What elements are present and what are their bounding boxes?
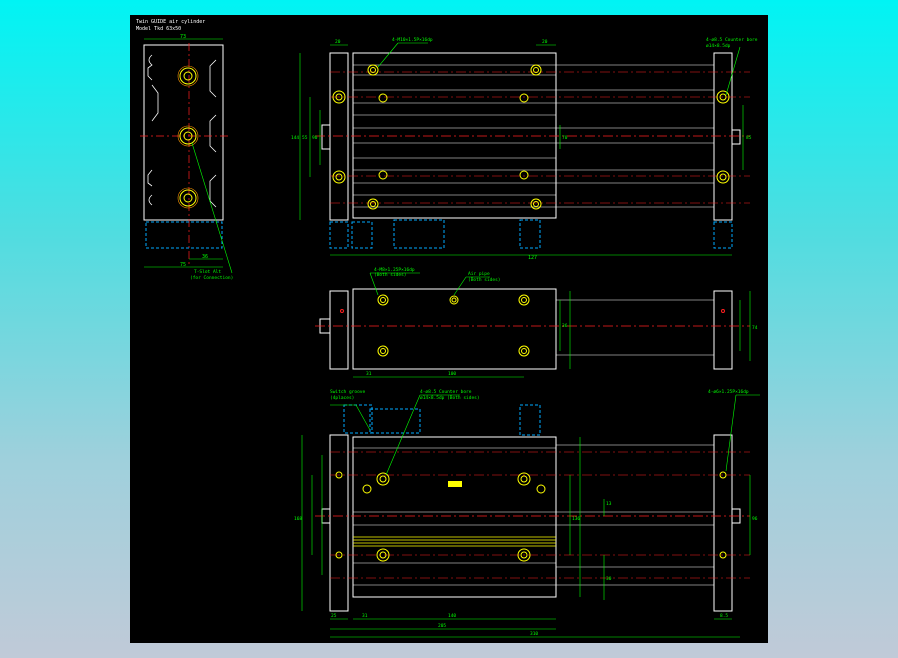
- side-view-callout-left-1: 4-M8×1.25P×16dp: [374, 267, 415, 273]
- cad-drawing-area: Twin GUIDE air cylinder Model Tkd 63x50 …: [130, 15, 768, 643]
- end-view-dim-inner: 36: [202, 254, 208, 260]
- top-view-rod-end-right: [731, 129, 741, 145]
- side-view-end-plate-right: [713, 290, 733, 370]
- end-view-slot-right: [209, 59, 217, 208]
- side-view-callout-mid-1: Air pipe: [468, 271, 490, 277]
- side-view-holes: [340, 294, 725, 357]
- end-view-callout-leader: [191, 142, 233, 274]
- front-view-dim-f: 136: [572, 516, 580, 522]
- front-view-dim-e: 310: [530, 631, 538, 637]
- side-view-dim-b: 100: [448, 371, 456, 377]
- top-view-callout-left: 4-M10×1.5P×16dp: [392, 37, 433, 43]
- top-view: 20 20 4-M10×1.5P×16dp 4-ø8.5 Counter bor…: [291, 37, 758, 261]
- top-view-end-plate-left: [329, 52, 349, 221]
- side-view-body: [352, 288, 557, 370]
- front-view-dim-a: 25: [331, 613, 337, 619]
- front-view-dim-j: 30: [606, 576, 612, 582]
- front-view-nameplate: [448, 481, 462, 487]
- top-view-end-plate-right: [713, 52, 733, 221]
- front-view-callout-right: 4-ø6×1.25P×16dp: [708, 389, 749, 395]
- end-view-hole-top: [177, 65, 199, 87]
- top-view-dim-mid-a: 55: [302, 135, 308, 141]
- front-view-callout-left-2: (4places): [330, 395, 354, 401]
- top-view-callout-right-1: 4-ø8.5 Counter bore: [706, 37, 758, 43]
- front-view: Switch groove (4places) 4-ø8.5 Counter b…: [294, 389, 760, 638]
- side-view-dim-c: 36: [562, 323, 568, 329]
- front-view-yellow-guide: [353, 536, 556, 547]
- end-view-dim-top: 73: [180, 34, 186, 40]
- top-view-dim-overall: 127: [528, 255, 537, 261]
- end-view: 73 36 75 T-Slot Alt (for Connection): [140, 34, 233, 281]
- drawing-title: Twin GUIDE air cylinder: [136, 19, 205, 25]
- front-view-end-plate-right: [713, 434, 733, 612]
- side-view-end-plate-left: [329, 290, 349, 370]
- front-view-dim-height: 168: [294, 516, 302, 522]
- front-view-callout-mid-1: 4-ø8.5 Counter bore: [420, 389, 472, 395]
- end-view-hole-bottom: [177, 187, 199, 209]
- drawing-model: Model Tkd 63x50: [136, 26, 181, 32]
- front-view-hidden-fittings: [343, 404, 541, 436]
- front-view-dim-c: 140: [448, 613, 456, 619]
- top-view-holes: [332, 64, 730, 210]
- front-view-holes: [335, 471, 727, 562]
- front-view-body: [352, 436, 557, 598]
- end-view-callout-2: (for Connection): [190, 275, 233, 281]
- top-view-dim-rod: 70: [562, 135, 568, 141]
- end-view-outline: [143, 44, 224, 221]
- front-view-dim-b: 31: [362, 613, 368, 619]
- front-view-dim-g: 8.5: [720, 613, 728, 619]
- front-view-end-plate-left: [329, 434, 349, 612]
- side-view-callout-left-2: (Both sides): [374, 272, 407, 278]
- end-view-hole-center: [177, 125, 199, 147]
- front-view-dim-d: 205: [438, 623, 446, 629]
- top-view-dim-height: 144: [291, 135, 299, 141]
- cad-drawing: Twin GUIDE air cylinder Model Tkd 63x50 …: [136, 19, 760, 638]
- front-view-dim-i: 13: [606, 501, 612, 507]
- end-view-hidden-base: [145, 221, 223, 249]
- front-view-dim-h: 96: [752, 516, 758, 522]
- front-view-callout-mid-2: ø14×8.5dp (Both sides): [420, 395, 480, 401]
- top-view-hidden-fittings: [329, 219, 733, 249]
- side-view: 4-M8×1.25P×16dp (Both sides) Air pipe (B…: [315, 267, 758, 378]
- side-view-callout-mid-2: (Both sides): [468, 277, 501, 283]
- top-view-rod-end-left: [321, 124, 331, 150]
- end-view-slot-left: [147, 54, 159, 206]
- top-view-body: [352, 52, 557, 219]
- end-view-dim-bottom: 75: [180, 262, 186, 268]
- side-view-dim-a: 31: [366, 371, 372, 377]
- top-view-dim-20-left: 20: [335, 39, 341, 45]
- top-view-dim-mid-b: 90: [312, 135, 318, 141]
- top-view-callout-right-2: ø14×8.5dp: [706, 43, 731, 49]
- end-view-callout-1: T-Slot Alt: [194, 269, 221, 275]
- side-view-dim-d: 74: [752, 325, 758, 331]
- top-view-dim-right: 85: [746, 135, 752, 141]
- front-view-callout-left-1: Switch groove: [330, 389, 366, 395]
- top-view-dim-20-right: 20: [542, 39, 548, 45]
